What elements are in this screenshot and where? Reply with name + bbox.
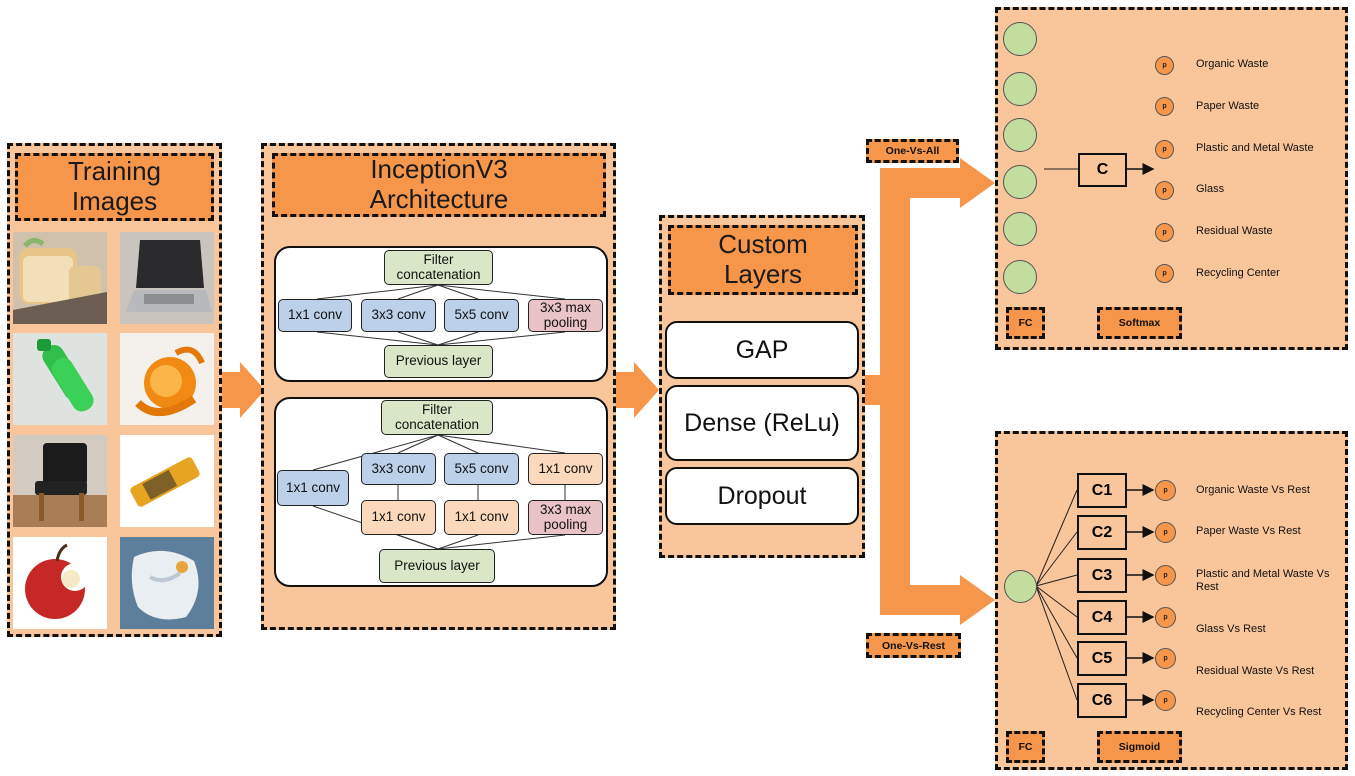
sigmoid-prob-node-3: p <box>1155 565 1176 586</box>
block2-filter-concat: Filter concatenation <box>381 400 493 435</box>
sigmoid-output-5: Residual Waste Vs Rest <box>1196 665 1315 677</box>
layer-dropout: Dropout <box>665 467 859 525</box>
sigmoid-classifier-6: C6 <box>1077 683 1127 718</box>
sigmoid-prob-node-6: p <box>1155 690 1176 711</box>
block1-conv-3x3: 3x3 conv <box>361 299 436 332</box>
block1-conv-5x5: 5x5 conv <box>444 299 519 332</box>
block2-conv-1x1-a: 1x1 conv <box>361 500 436 535</box>
green-bottle-photo-icon <box>13 333 107 425</box>
sigmoid-output-1: Organic Waste Vs Rest <box>1196 484 1310 496</box>
sigmoid-prob-node-2: p <box>1155 522 1176 543</box>
fc-node-2 <box>1003 72 1037 106</box>
sigmoid-prob-node-1: p <box>1155 480 1176 501</box>
softmax-output-5: Residual Waste <box>1196 225 1273 237</box>
softmax-output-2: Paper Waste <box>1196 100 1260 112</box>
sigmoid-classifier-4: C4 <box>1077 600 1127 635</box>
sigmoid-fc-node <box>1004 570 1037 603</box>
fc-node-1 <box>1003 22 1037 56</box>
block2-conv-1x1-right: 1x1 conv <box>528 453 603 485</box>
sigmoid-output-3: Plastic and Metal Waste Vs Rest <box>1196 568 1330 594</box>
block2-conv-3x3: 3x3 conv <box>361 453 436 485</box>
fc-node-6 <box>1003 260 1037 294</box>
fc-node-5 <box>1003 212 1037 246</box>
arrow-inception-to-custom <box>616 362 659 418</box>
sigmoid-classifier-1: C1 <box>1077 473 1127 508</box>
sigmoid-activation-tag: Sigmoid <box>1097 731 1182 763</box>
sigmoid-output-2: Paper Waste Vs Rest <box>1196 525 1301 537</box>
softmax-prob-node-1: p <box>1155 56 1174 75</box>
bread-photo-icon <box>13 232 107 324</box>
sigmoid-classifier-5: C5 <box>1077 641 1127 676</box>
sigmoid-output-6: Recycling Center Vs Rest <box>1196 706 1322 718</box>
inception-title: InceptionV3 Architecture <box>272 153 606 217</box>
one-vs-all-tag: One-Vs-All <box>866 139 959 163</box>
block2-conv-1x1-b: 1x1 conv <box>444 500 519 535</box>
one-vs-rest-tag: One-Vs-Rest <box>866 633 961 658</box>
sigmoid-prob-node-4: p <box>1155 607 1176 628</box>
sigmoid-panel <box>995 431 1348 770</box>
softmax-activation-tag: Softmax <box>1097 307 1182 339</box>
block1-previous-layer: Previous layer <box>384 345 493 378</box>
softmax-prob-node-6: p <box>1155 264 1174 283</box>
layer-gap: GAP <box>665 321 859 379</box>
fc-node-4 <box>1003 165 1037 199</box>
laptop-photo-icon <box>120 232 214 324</box>
apple-photo-icon <box>13 537 107 629</box>
chair-photo-icon <box>13 435 107 527</box>
layer-dense: Dense (ReLu) <box>665 385 859 461</box>
sigmoid-classifier-3: C3 <box>1077 558 1127 593</box>
sigmoid-prob-node-5: p <box>1155 648 1176 669</box>
block2-conv-1x1-left: 1x1 conv <box>277 470 349 506</box>
block2-max-pooling: 3x3 max pooling <box>528 500 603 535</box>
sigmoid-classifier-2: C2 <box>1077 515 1127 550</box>
block1-max-pooling: 3x3 max pooling <box>528 299 603 332</box>
orange-peel-photo-icon <box>120 333 214 425</box>
softmax-prob-node-4: p <box>1155 181 1174 200</box>
block1-filter-concat: Filter concatenation <box>384 250 493 285</box>
softmax-output-1: Organic Waste <box>1196 58 1269 70</box>
fc-node-3 <box>1003 118 1037 152</box>
plastic-bag-photo-icon <box>120 537 214 629</box>
arrow-split-trunk <box>865 158 995 625</box>
battery-photo-icon <box>120 435 214 527</box>
softmax-output-6: Recycling Center <box>1196 267 1280 279</box>
sigmoid-fc-tag: FC <box>1006 731 1045 763</box>
softmax-prob-node-5: p <box>1155 223 1174 242</box>
block1-conv-1x1: 1x1 conv <box>278 299 352 332</box>
sigmoid-output-4: Glass Vs Rest <box>1196 623 1266 635</box>
arrow-training-to-inception <box>222 362 265 418</box>
softmax-prob-node-3: p <box>1155 140 1174 159</box>
softmax-prob-node-2: p <box>1155 97 1174 116</box>
softmax-classifier-box: C <box>1078 153 1127 187</box>
block2-previous-layer: Previous layer <box>379 549 495 583</box>
custom-layers-title: Custom Layers <box>668 225 858 295</box>
block2-conv-5x5: 5x5 conv <box>444 453 519 485</box>
softmax-fc-tag: FC <box>1006 307 1045 339</box>
softmax-output-3: Plastic and Metal Waste <box>1196 142 1314 154</box>
softmax-output-4: Glass <box>1196 183 1225 195</box>
training-images-title: Training Images <box>15 153 214 221</box>
